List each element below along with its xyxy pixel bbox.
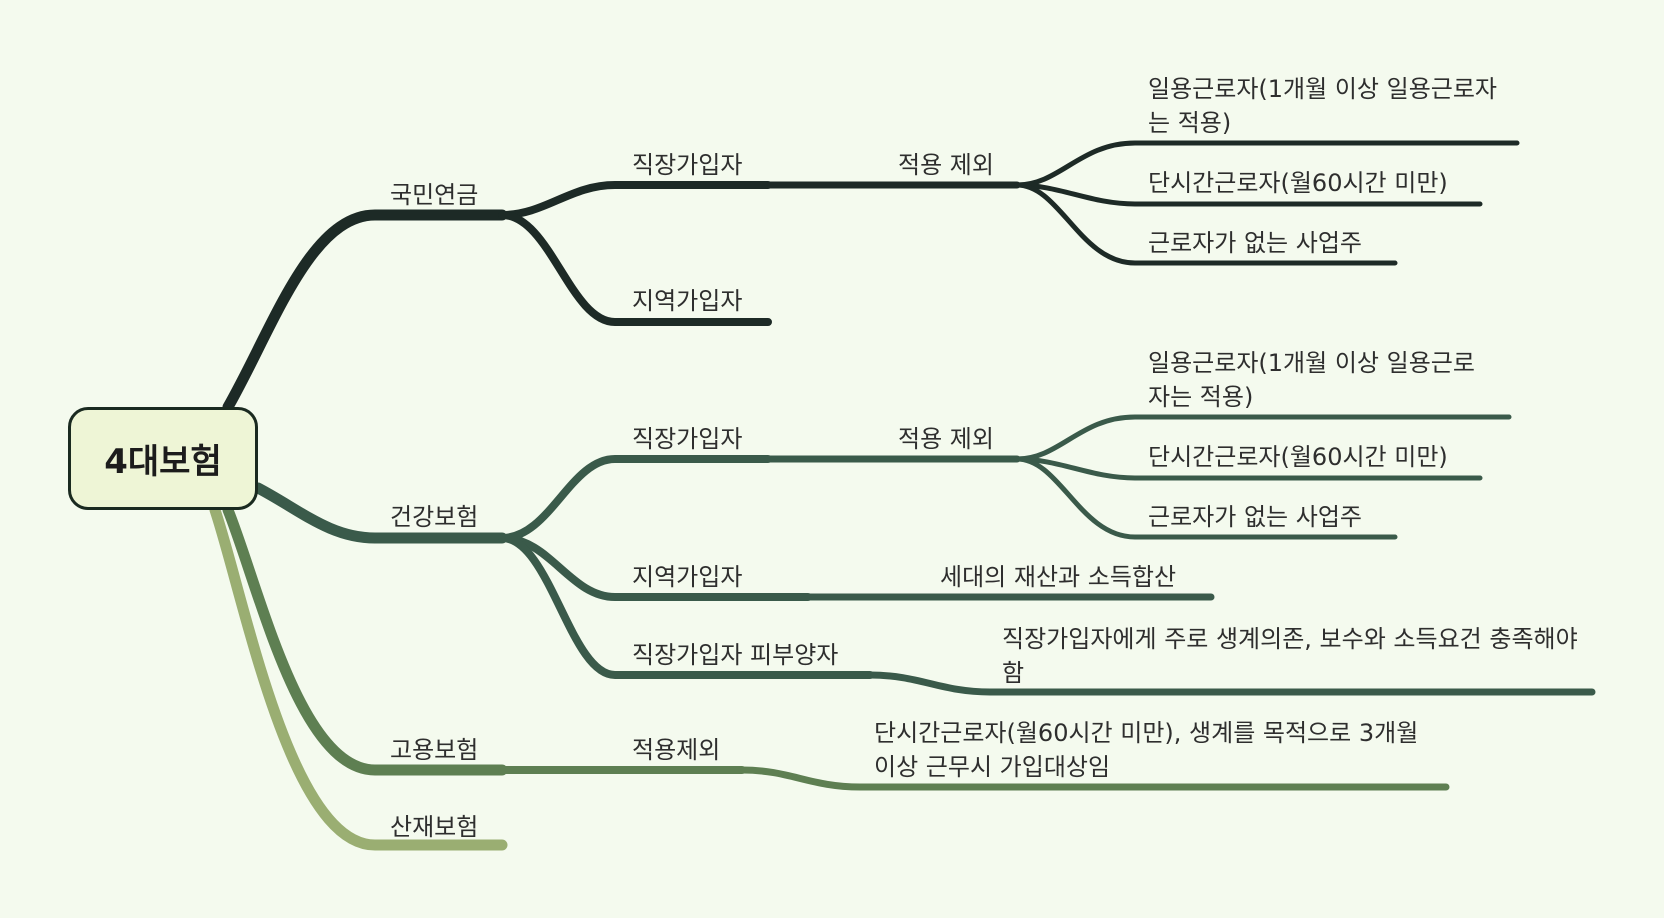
node-np-exclusion-employer[interactable]: 근로자가 없는 사업주	[1148, 229, 1362, 257]
link-root-np	[222, 209, 508, 413]
link-hi-dependent	[498, 534, 874, 679]
node-np-exclusion-daily-worker[interactable]: 일용근로자(1개월 이상 일용근로자는 적용)	[1148, 75, 1498, 137]
link-hi-workplace	[498, 455, 772, 542]
link-np-regional	[498, 211, 772, 326]
node-hi-dependent-note[interactable]: 직장가입자에게 주로 생계의존, 보수와 소득요건 충족해야 함	[1002, 625, 1578, 687]
node-np-workplace-subscriber[interactable]: 직장가입자	[632, 151, 743, 179]
link-hi-dependent-note	[866, 671, 1596, 696]
node-np-exclusion[interactable]: 적용 제외	[898, 151, 994, 179]
link-hi-excl-1	[1014, 414, 1512, 462]
link-root-ei	[222, 504, 508, 776]
root-node[interactable]: 4대보험	[68, 407, 258, 510]
node-hi-regional-subscriber[interactable]: 지역가입자	[632, 563, 743, 591]
node-ei-exclusion-note[interactable]: 단시간근로자(월60시간 미만), 생계를 목적으로 3개월 이상 근무시 가입…	[874, 719, 1419, 781]
node-hi-exclusion-part-time[interactable]: 단시간근로자(월60시간 미만)	[1148, 443, 1448, 471]
node-hi-exclusion-employer[interactable]: 근로자가 없는 사업주	[1148, 503, 1362, 531]
node-health-insurance[interactable]: 건강보험	[390, 503, 479, 531]
node-hi-workplace-subscriber[interactable]: 직장가입자	[632, 425, 743, 453]
link-np-workplace	[498, 181, 772, 219]
node-hi-exclusion-daily-worker[interactable]: 일용근로자(1개월 이상 일용근로자는 적용)	[1148, 349, 1475, 411]
link-root-hi	[252, 482, 508, 544]
link-ei-exclusion-note	[738, 766, 1450, 791]
node-hi-regional-note[interactable]: 세대의 재산과 소득합산	[940, 563, 1177, 591]
node-np-exclusion-part-time[interactable]: 단시간근로자(월60시간 미만)	[1148, 169, 1448, 197]
link-hi-excl-3	[1014, 456, 1398, 540]
link-np-excl-3	[1014, 182, 1398, 266]
node-industrial-accident-insurance[interactable]: 산재보험	[390, 813, 479, 841]
link-root-ia	[209, 504, 508, 851]
node-np-regional-subscriber[interactable]: 지역가입자	[632, 287, 743, 315]
link-np-excl-1	[1014, 140, 1520, 188]
node-hi-dependent[interactable]: 직장가입자 피부양자	[632, 641, 839, 669]
node-hi-exclusion[interactable]: 적용 제외	[898, 425, 994, 453]
node-ei-exclusion[interactable]: 적용제외	[632, 736, 721, 764]
node-national-pension[interactable]: 국민연금	[390, 181, 479, 209]
node-employment-insurance[interactable]: 고용보험	[390, 736, 479, 764]
